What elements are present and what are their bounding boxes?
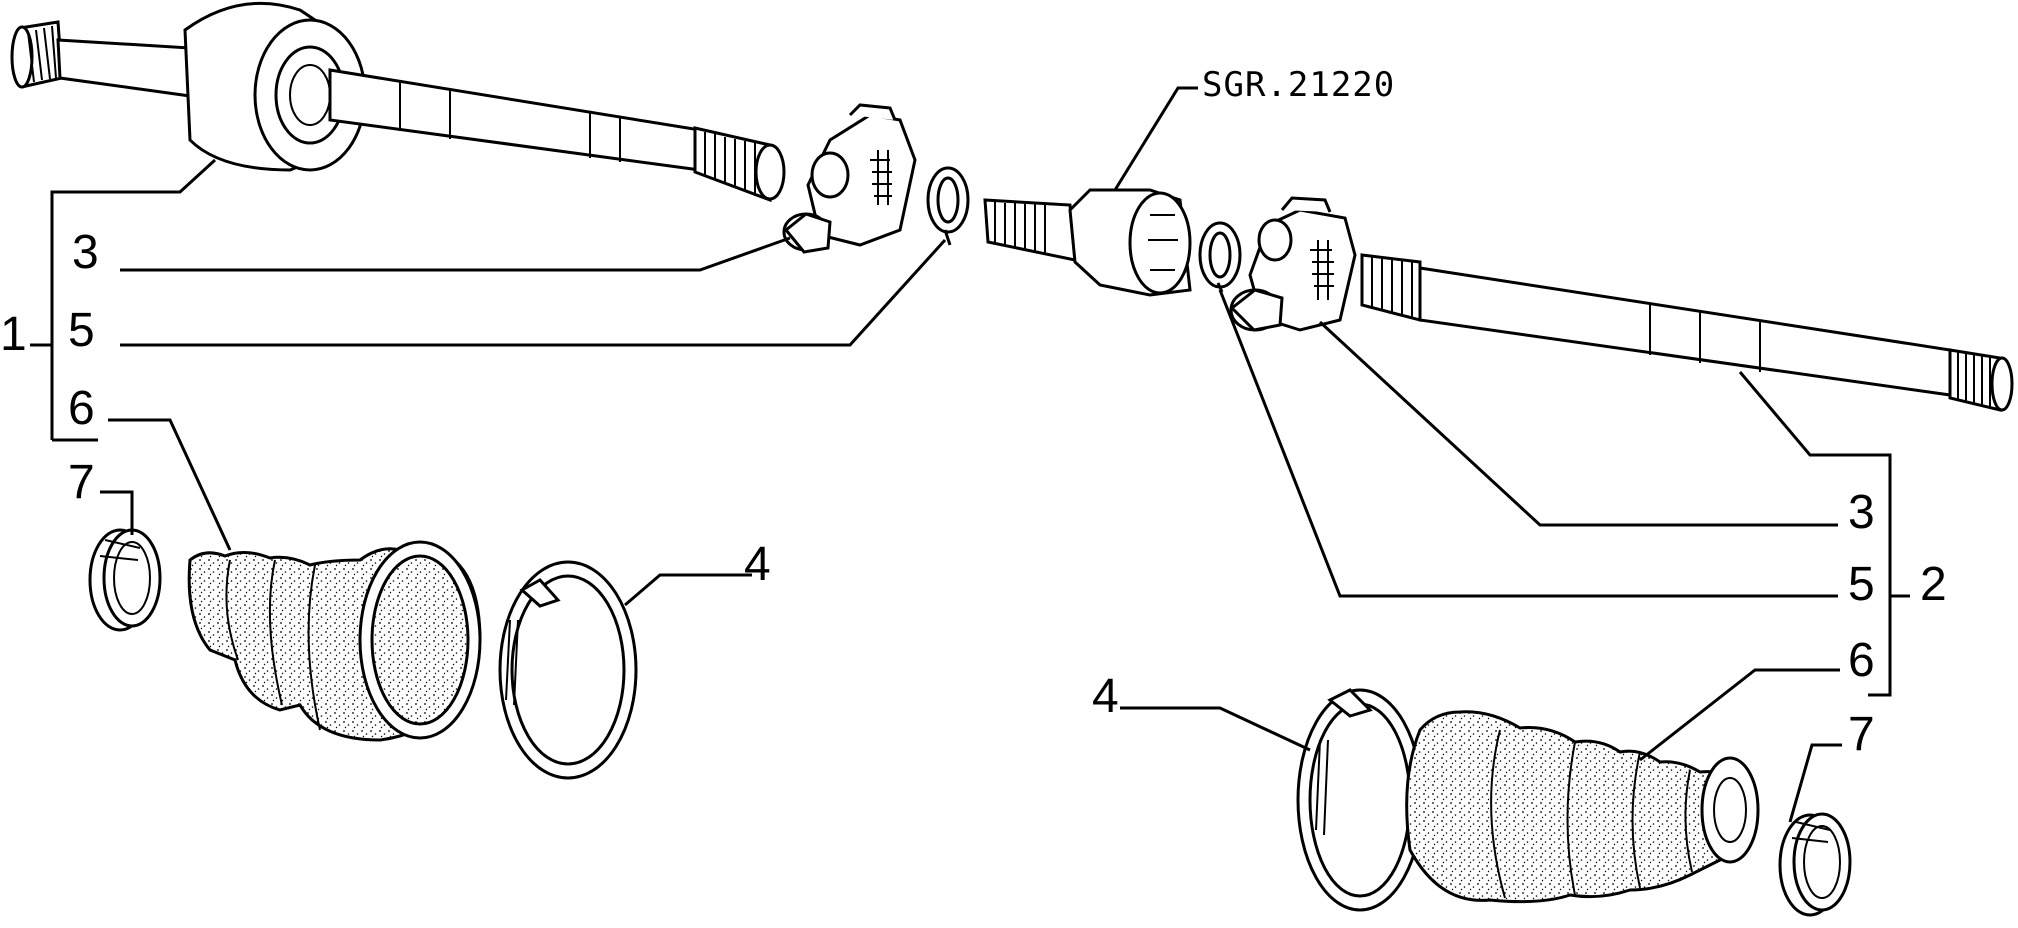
right-tripod-joint (1229, 196, 1357, 332)
callout-left-large-clamp: 4 (744, 538, 771, 591)
right-boot-large-clamp (1296, 688, 1424, 912)
left-boot-small-clamp (88, 528, 162, 632)
left-shaft-inner-spline (693, 126, 786, 203)
callout-left-circlip: 5 (68, 304, 95, 357)
left-cv-boot (187, 540, 482, 742)
right-cv-boot (1405, 710, 1760, 904)
left-circlip (926, 166, 970, 246)
right-circlip (1198, 221, 1242, 293)
left-drive-shaft (10, 1, 786, 203)
callout-right-boot: 6 (1848, 634, 1875, 687)
leader-lines (30, 86, 1910, 823)
callout-right-assembly: 2 (1920, 558, 1947, 611)
callout-right-large-clamp: 4 (1092, 670, 1119, 723)
callout-left-boot: 6 (68, 382, 95, 435)
callout-right-small-clamp: 7 (1848, 708, 1875, 761)
callout-left-small-clamp: 7 (68, 456, 95, 509)
right-drive-shaft (1360, 253, 2014, 412)
callout-right-tripod: 3 (1848, 486, 1875, 539)
left-tripod-joint (782, 103, 917, 254)
left-boot-large-clamp (498, 560, 638, 780)
callout-left-tripod: 3 (72, 226, 99, 279)
callout-right-circlip: 5 (1848, 558, 1875, 611)
left-shaft-stub-spline (10, 20, 64, 89)
right-boot-small-clamp (1778, 812, 1852, 917)
reference-code-label: SGR.21220 (1202, 65, 1395, 105)
callout-left-assembly: 1 (0, 308, 27, 361)
right-cv-housing (983, 188, 1192, 297)
